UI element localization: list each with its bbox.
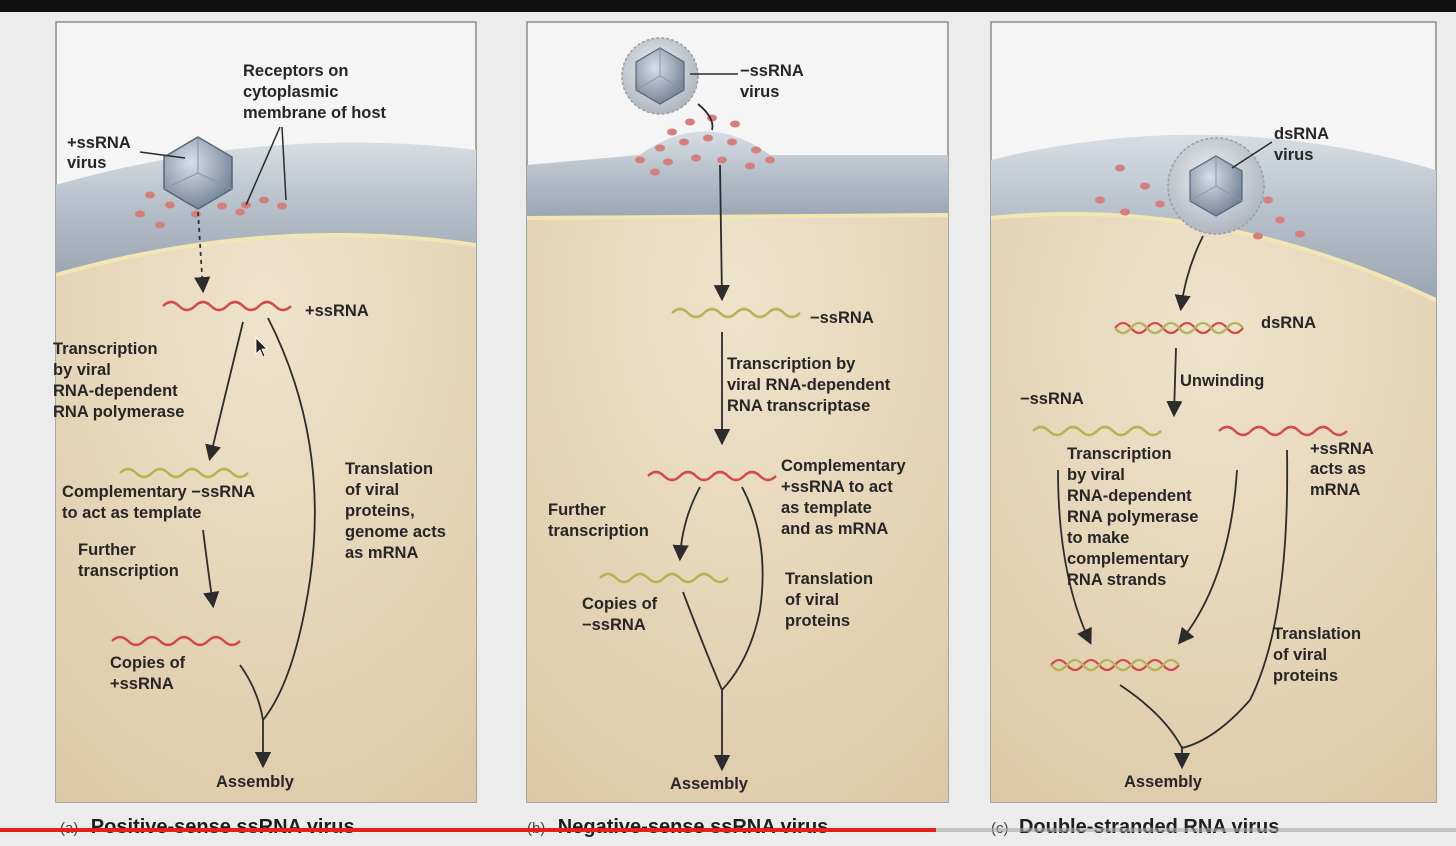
panel-b-membrane-inner [527, 213, 948, 220]
panel-a-virus-label: +ssRNA virus [67, 134, 135, 172]
panel-b-complementary-label: Complementary +ssRNA to act as template … [781, 457, 910, 538]
panel-c-translation-label: Translation of viral proteins [1273, 625, 1366, 685]
panel-a-translation-label: Translation of viral proteins, genome ac… [345, 460, 450, 562]
panel-positive-sense: +ssRNA virus Receptors on cytoplasmic me… [53, 21, 477, 838]
panel-b-virus-label: −ssRNA virus [740, 62, 808, 101]
positive-ssrna-virus-icon [163, 136, 233, 210]
panel-c-neg-transcription-arrow [1057, 469, 1092, 645]
panel-c-pos-rna [1218, 425, 1348, 437]
panel-b-copies-label: Copies of −ssRNA [582, 595, 662, 634]
panel-a-virus-pointer [139, 151, 186, 159]
panel-a-copies-path [239, 664, 264, 721]
panel-a-pos-rna [162, 300, 292, 312]
panel-a-further-arrow [202, 529, 220, 609]
panel-b-entry-arrow [713, 164, 730, 302]
panel-a-translation-path [262, 317, 316, 721]
panel-a-complementary-label: Complementary −ssRNA to act as template [62, 483, 259, 522]
panel-a-rna-label: +ssRNA [305, 302, 369, 320]
video-progress-fill [0, 828, 937, 832]
panel-b-further-label: Further transcription [548, 501, 649, 540]
panel-a-neg-rna [119, 467, 249, 479]
mouse-cursor-icon [255, 337, 268, 358]
panel-a-receptor-pointer-1 [245, 126, 281, 206]
panel-a-assembly-label: Assembly [216, 773, 295, 791]
panel-a-receptor-label: Receptors on cytoplasmic membrane of hos… [243, 62, 387, 122]
panel-b-membrane [527, 131, 948, 218]
panel-a-cytoplasm [56, 142, 476, 802]
panel-b-translation-path [721, 486, 764, 691]
negative-ssrna-virus-icon [621, 37, 699, 115]
panel-a-further-label: Further transcription [78, 541, 179, 580]
panel-b-cytoplasm [527, 131, 948, 802]
panel-b-rna-label: −ssRNA [810, 309, 874, 327]
panel-a-caption: (a) Positive-sense ssRNA virus [60, 816, 355, 838]
panel-c-helix-path [1119, 684, 1183, 749]
panel-c-cytoplasm [991, 180, 1436, 802]
panel-a-transcription-arrow [205, 321, 244, 462]
panel-c-unwinding-arrow [1166, 347, 1183, 418]
panel-c-pos-label: +ssRNA acts as mRNA [1310, 440, 1378, 499]
panel-c-dsrna-helix [1114, 321, 1244, 335]
panel-b-pos-rna [647, 470, 777, 482]
panel-a-membrane-inner [56, 233, 476, 277]
panel-b-virus-fusion-line [697, 103, 714, 131]
panel-b-assembly-label: Assembly [670, 775, 749, 793]
panel-a-copies-rna [111, 635, 241, 647]
panel-c-pos-transcription-arrow [1177, 469, 1238, 645]
dsrna-virus-icon [1167, 137, 1265, 235]
panel-c-unwinding-label: Unwinding [1180, 372, 1264, 390]
panel-a-receptors [135, 191, 287, 229]
panel-b-receptors [635, 114, 775, 176]
panel-c-assembly-label: Assembly [1124, 773, 1203, 791]
panel-c-entry-arrow [1174, 235, 1204, 312]
panel-c-translation-path [1181, 449, 1289, 749]
panel-double-stranded: dsRNA virus dsRNA Unwinding −ssRNA +ssRN… [990, 21, 1437, 838]
panel-c-virus-pointer [1231, 141, 1273, 169]
panel-b-neg-rna [671, 307, 801, 319]
panel-a-membrane [56, 142, 476, 275]
panel-a-transcription-label: Transcription by viral RNA-dependent RNA… [53, 340, 184, 421]
panel-a-receptor-pointer-2 [281, 126, 287, 201]
panel-c-caption: (c) Double-stranded RNA virus [991, 816, 1279, 838]
panel-b-further-arrow [672, 486, 701, 562]
video-progress-bar[interactable] [0, 828, 1456, 832]
panel-a-copies-label: Copies of +ssRNA [110, 654, 190, 693]
panel-c-virus-label: dsRNA virus [1274, 125, 1333, 164]
top-bar [0, 0, 1456, 12]
panel-b-copies-rna [599, 572, 729, 584]
panel-a-entry-arrow [194, 211, 211, 294]
panel-negative-sense: −ssRNA virus −ssRNA Transcription by vir… [526, 21, 949, 838]
panel-b-translation-label: Translation of viral proteins [785, 570, 878, 630]
panel-b-transcription-label: Transcription by viral RNA-dependent RNA… [727, 355, 895, 415]
panel-c-product-helix [1050, 658, 1180, 672]
panel-b-caption: (b) Negative-sense ssRNA virus [527, 816, 828, 838]
panel-b-copies-path [682, 591, 723, 691]
panel-c-neg-label: −ssRNA [1020, 390, 1084, 408]
panel-c-neg-rna [1032, 425, 1162, 437]
panel-c-rna-label: dsRNA [1261, 314, 1316, 332]
panel-c-transcription-label: Transcription by viral RNA-dependent RNA… [1067, 445, 1203, 589]
